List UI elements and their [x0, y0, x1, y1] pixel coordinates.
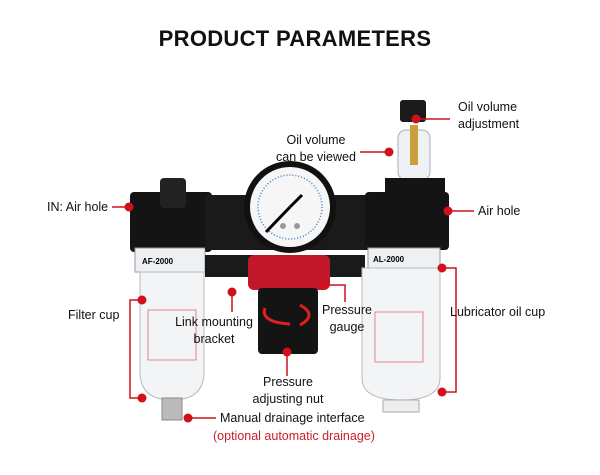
label-line: Pressure [321, 303, 373, 317]
label-line: Link mounting [175, 315, 253, 329]
label-line: gauge [329, 320, 365, 334]
label-link-bracket: Link mounting bracket [172, 314, 256, 348]
label-line: adjusting nut [252, 392, 324, 406]
regulator-ring [248, 255, 330, 290]
callout-dots [124, 114, 453, 423]
adjusting-nut [258, 288, 318, 354]
filter-unit: AF-2000 [130, 178, 212, 421]
label-air-hole: Air hole [478, 204, 521, 218]
label-in-air-hole: IN: Air hole [47, 200, 109, 214]
label-filter-cup: Filter cup [68, 308, 120, 322]
label-line: adjustment [458, 117, 520, 131]
lubricator-model: AL-2000 [373, 255, 405, 264]
label-line: bracket [193, 332, 235, 346]
page-title: PRODUCT PARAMETERS [158, 26, 432, 51]
label-line: Pressure [262, 375, 314, 389]
label-pressure-nut: Pressure adjusting nut [240, 374, 336, 408]
label-lubricator-cup: Lubricator oil cup [450, 305, 546, 319]
label-pressure-gauge: Pressure gauge [318, 302, 376, 336]
label-oil-volume-adjustment: Oil volume adjustment [458, 99, 519, 133]
lubricator-unit: AL-2000 [361, 100, 449, 413]
label-drainage-note: (optional automatic drainage) [213, 429, 375, 443]
label-oil-volume-viewed: Oil volume can be viewed [270, 132, 362, 166]
filter-model: AF-2000 [142, 257, 174, 266]
label-line: can be viewed [276, 150, 356, 164]
label-drainage: Manual drainage interface [220, 411, 365, 425]
pressure-gauge [244, 161, 336, 253]
label-line: Oil volume [458, 100, 518, 114]
label-line: Oil volume [286, 133, 346, 147]
